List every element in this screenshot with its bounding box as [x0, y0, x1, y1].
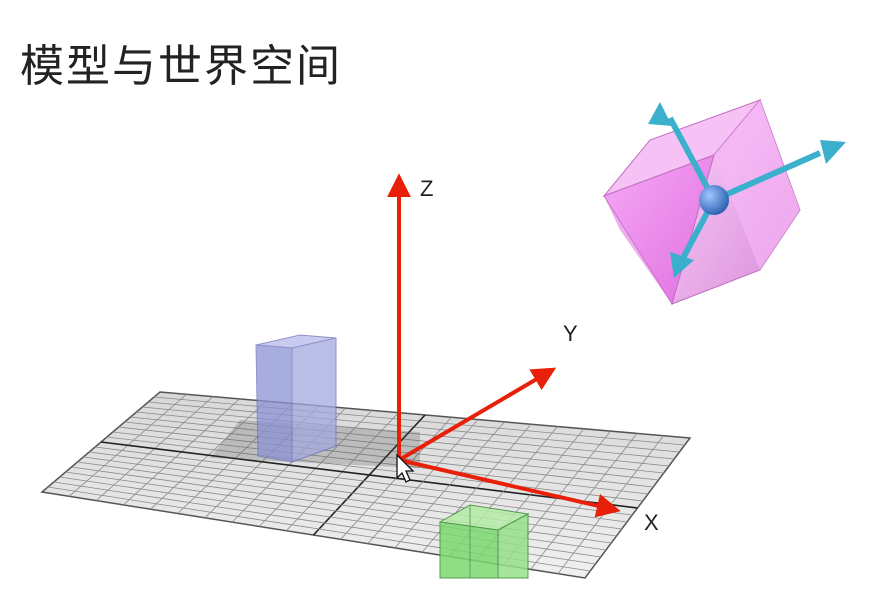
grid-line — [100, 441, 638, 509]
grid-line — [367, 419, 479, 544]
green-box — [438, 504, 530, 579]
pink-cube — [602, 98, 801, 306]
axis-z-label: Z — [420, 176, 433, 201]
axis-z: Z — [387, 173, 433, 460]
transform-gizmo — [648, 102, 846, 278]
gizmo-arrow-right-icon — [820, 140, 846, 164]
axis-y-label: Y — [563, 321, 578, 346]
grid-line — [89, 451, 628, 523]
gizmo-arrow-down-icon — [670, 252, 694, 278]
gizmo-center-ball — [699, 185, 729, 215]
gizmo-arrow-up-icon — [648, 102, 672, 126]
mouse-cursor-icon — [396, 453, 415, 483]
axis-y: Y — [397, 321, 578, 462]
blue-box — [255, 334, 337, 463]
grid-line — [394, 421, 505, 549]
grid-line — [340, 417, 452, 540]
slide-title: 模型与世界空间 — [20, 41, 342, 92]
floor-grid — [40, 391, 692, 579]
axis-x-label: X — [644, 510, 659, 535]
axis-x: X — [398, 458, 659, 535]
grid-line — [95, 446, 633, 516]
grid-line — [83, 456, 622, 530]
